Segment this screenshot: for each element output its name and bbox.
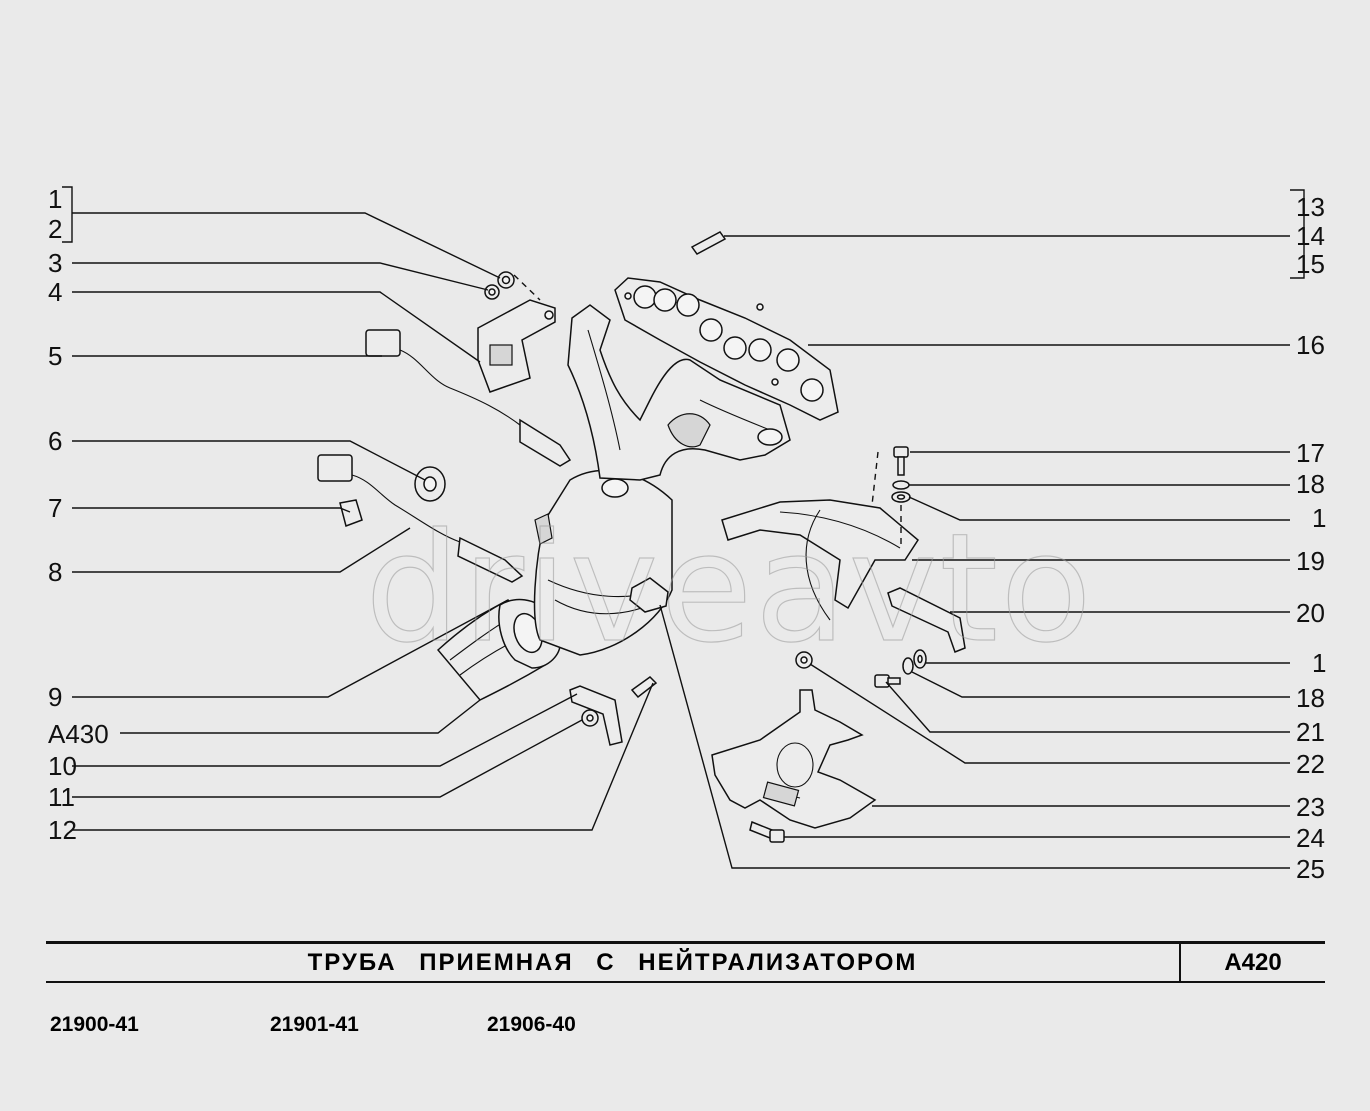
manifold-gasket — [614, 277, 839, 421]
page-title: ТРУБА ПРИЕМНАЯ С НЕЙТРАЛИЗАТОРОМ — [46, 944, 1181, 981]
nut-1 — [497, 271, 515, 289]
callout-18a: 18 — [1296, 469, 1325, 499]
callout-23: 23 — [1296, 792, 1325, 822]
callout-25: 25 — [1296, 854, 1325, 884]
catalytic-converter — [533, 469, 673, 656]
nut-22 — [795, 651, 813, 669]
stud-12 — [630, 676, 658, 699]
oxygen-sensor-5 — [365, 329, 572, 467]
watermark: driveavto — [365, 502, 1094, 676]
callout-20: 20 — [1296, 598, 1325, 628]
callout-10: 10 — [48, 751, 77, 781]
bracket-10 — [569, 685, 623, 746]
bolt-17 — [893, 446, 909, 476]
parts-illustration — [317, 231, 966, 843]
callout-a430: A430 — [48, 719, 109, 749]
model-code: 21900-41 — [50, 1013, 139, 1036]
callout-22: 22 — [1296, 749, 1325, 779]
section-code: A420 — [1224, 948, 1282, 976]
bolt-24 — [749, 820, 785, 843]
model-code: 21901-41 — [270, 1013, 359, 1036]
leader-lines — [62, 186, 1305, 869]
callout-1: 1 — [48, 184, 62, 214]
callout-12: 12 — [48, 815, 77, 845]
heat-shield-23 — [711, 689, 877, 829]
callout-24: 24 — [1296, 823, 1325, 853]
callout-1a: 1 — [1312, 503, 1326, 533]
callout-9: 9 — [48, 682, 62, 712]
left-callouts: 1 2 3 4 5 6 7 8 9 A430 10 11 12 — [48, 184, 109, 845]
callout-15: 15 — [1296, 249, 1325, 279]
callout-18b: 18 — [1296, 683, 1325, 713]
callout-1b: 1 — [1312, 648, 1326, 678]
model-code: 21906-40 — [487, 1013, 576, 1036]
callout-3: 3 — [48, 248, 62, 278]
callout-4: 4 — [48, 277, 62, 307]
washer-1-upper — [891, 491, 911, 503]
exhaust-manifold — [567, 304, 791, 481]
callout-14: 14 — [1296, 221, 1325, 251]
callout-11: 11 — [48, 782, 75, 812]
oxygen-sensor-8 — [317, 454, 524, 583]
washer-1-lower — [913, 649, 927, 669]
callout-7: 7 — [48, 493, 62, 523]
bracket-20 — [887, 587, 966, 653]
nut-11 — [581, 709, 599, 727]
callout-16: 16 — [1296, 330, 1325, 360]
callout-19: 19 — [1296, 546, 1325, 576]
washer-18-upper — [892, 480, 910, 490]
callout-6: 6 — [48, 426, 62, 456]
callout-2: 2 — [48, 214, 62, 244]
callout-13: 13 — [1296, 192, 1325, 222]
right-callouts: 13 14 15 16 17 18 1 19 20 1 18 21 22 23 … — [1296, 192, 1326, 884]
washer-18-lower — [902, 657, 914, 675]
callout-5: 5 — [48, 341, 62, 371]
callout-8: 8 — [48, 557, 62, 587]
bolt-21 — [874, 674, 901, 688]
grommet-6 — [414, 466, 446, 502]
nut-3 — [484, 284, 500, 300]
callout-17: 17 — [1296, 438, 1325, 468]
title-bar: ТРУБА ПРИЕМНАЯ С НЕЙТРАЛИЗАТОРОМ A420 — [46, 941, 1325, 983]
stud-13 — [690, 231, 727, 255]
clip-7 — [339, 499, 363, 527]
bracket-4 — [477, 299, 556, 393]
heat-shield-19 — [721, 499, 919, 621]
callout-21: 21 — [1296, 717, 1325, 747]
